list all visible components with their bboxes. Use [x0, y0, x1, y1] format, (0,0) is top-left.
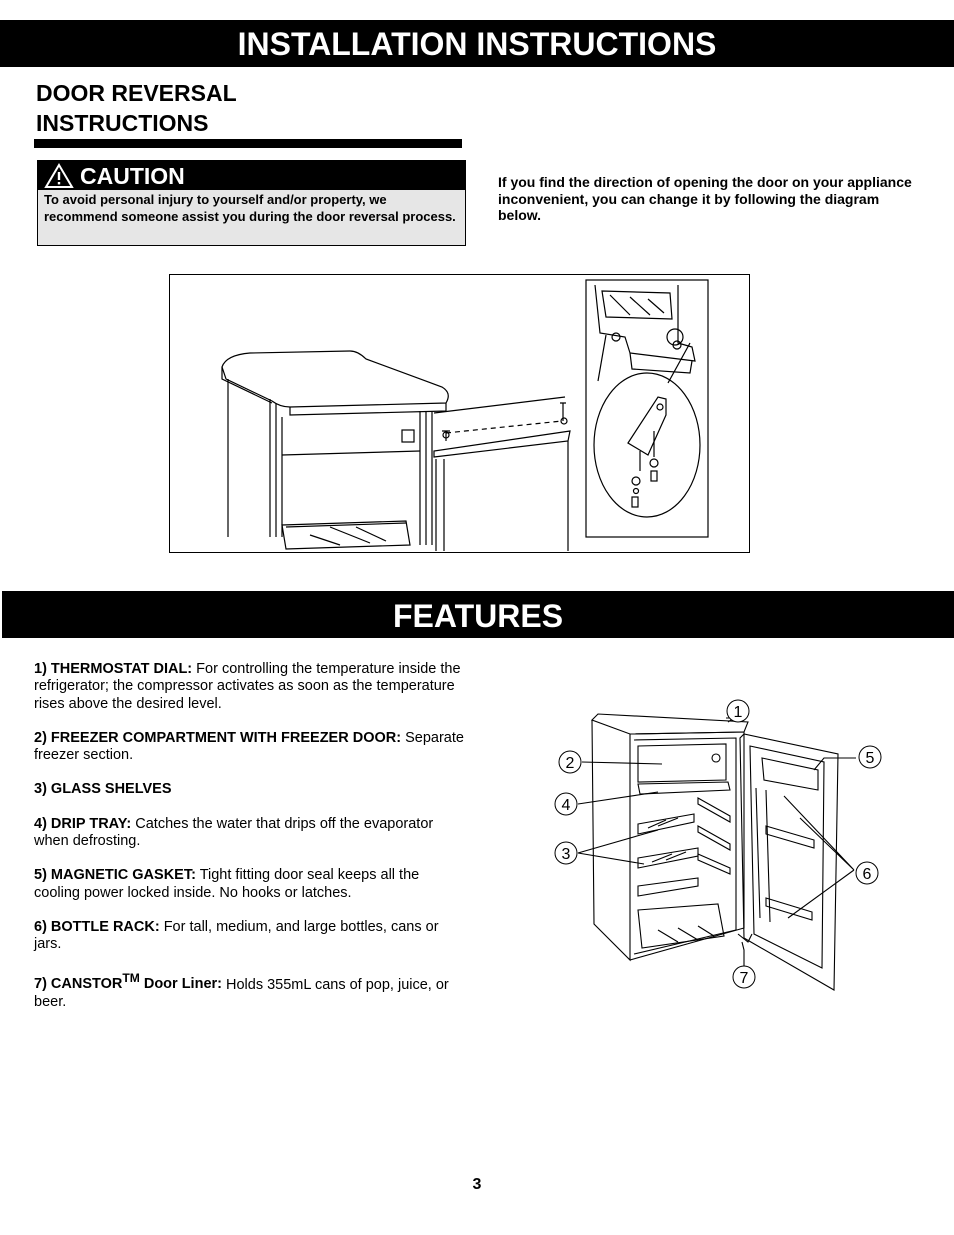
door-reversal-diagram — [169, 274, 750, 553]
caution-text: To avoid personal injury to yourself and… — [44, 192, 456, 224]
svg-text:5: 5 — [866, 750, 875, 767]
svg-text:1: 1 — [734, 704, 743, 721]
features-header: FEATURES — [2, 591, 954, 638]
door-reversal-title: DOOR REVERSAL INSTRUCTIONS — [36, 78, 237, 138]
trademark-mark: TM — [122, 971, 140, 986]
callout-3: 3 — [554, 841, 578, 865]
feature-item: 3) GLASS SHELVES — [34, 781, 464, 798]
callout-4: 4 — [554, 792, 578, 816]
door-liner-label: Door Liner: — [139, 976, 222, 993]
feature-item: 5) MAGNETIC GASKET: Tight fitting door s… — [34, 867, 464, 902]
svg-text:2: 2 — [566, 755, 575, 772]
features-diagram: 1 2 3 4 5 6 7 — [548, 698, 888, 1000]
callout-5: 5 — [858, 745, 882, 769]
feature-text: Holds 355mL cans of pop, juice, or beer. — [34, 976, 449, 1010]
feature-item: 6) BOTTLE RACK: For tall, medium, and la… — [34, 919, 464, 954]
door-reversal-intro: If you find the direction of opening the… — [498, 174, 912, 223]
svg-text:7: 7 — [740, 970, 749, 987]
feature-label: 5) MAGNETIC GASKET: — [34, 867, 196, 884]
warning-icon — [44, 162, 74, 188]
svg-text:3: 3 — [562, 846, 571, 863]
feature-text: Separate freezer section. — [34, 729, 464, 764]
door-reversal-title-line1: DOOR REVERSAL — [36, 80, 237, 106]
callout-7: 7 — [732, 965, 756, 989]
callout-1: 1 — [726, 699, 750, 723]
feature-label: 6) BOTTLE RACK: — [34, 918, 160, 935]
callout-6: 6 — [855, 861, 879, 885]
installation-header: INSTALLATION INSTRUCTIONS — [0, 20, 954, 67]
feature-label: 4) DRIP TRAY: — [34, 815, 132, 832]
callout-2: 2 — [558, 750, 582, 774]
page-number: 3 — [472, 1176, 482, 1193]
feature-item: 2) FREEZER COMPARTMENT WITH FREEZER DOOR… — [34, 730, 464, 765]
feature-text: Catches the water that drips off the eva… — [34, 815, 434, 850]
svg-text:4: 4 — [562, 797, 571, 814]
caution-box: CAUTION To avoid personal injury to your… — [37, 160, 466, 246]
feature-label: 1) THERMOSTAT DIAL: — [34, 661, 193, 677]
feature-item: 4) DRIP TRAY: Catches the water that dri… — [34, 816, 464, 851]
feature-text: For tall, medium, and large bottles, can… — [34, 918, 439, 953]
feature-text: Tight fitting door seal keeps all the co… — [34, 867, 420, 901]
canstor-label: 7) CANSTOR — [34, 976, 123, 993]
caution-header: CAUTION — [38, 161, 465, 190]
feature-item: 1) THERMOSTAT DIAL: For controlling the … — [34, 661, 464, 713]
title-rule — [34, 139, 462, 148]
feature-label: 2) FREEZER COMPARTMENT WITH FREEZER DOOR… — [34, 729, 402, 746]
features-list: 1) THERMOSTAT DIAL: For controlling the … — [34, 661, 464, 1028]
feature-label: 3) GLASS SHELVES — [34, 781, 172, 798]
feature-text: For controlling the temperature inside t… — [34, 661, 461, 712]
caution-label: CAUTION — [80, 162, 185, 189]
svg-text:6: 6 — [863, 866, 872, 883]
feature-item: 7) CANSTORTM Door Liner: Holds 355mL can… — [34, 971, 464, 1011]
feature-label: 7) CANSTORTM Door Liner: — [34, 972, 222, 993]
door-reversal-title-line2: INSTRUCTIONS — [36, 110, 209, 136]
